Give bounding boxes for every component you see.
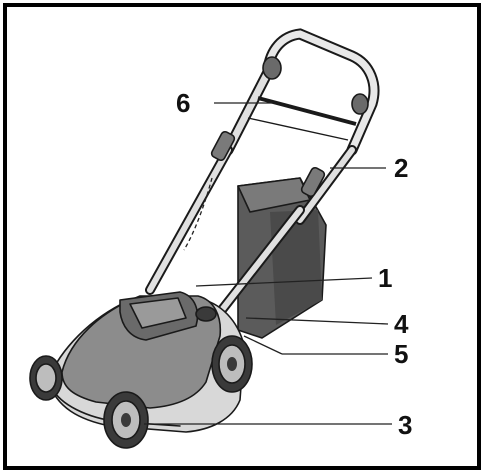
mower-housing [47, 291, 245, 433]
leader-5a [243, 335, 283, 355]
wheel-front-right [103, 391, 149, 449]
wheel-rear-right [211, 335, 253, 393]
handle-assembly [145, 28, 380, 325]
callout-1: 1 [378, 263, 392, 293]
handle-clamp-right [300, 166, 326, 198]
diagram-border [3, 3, 481, 470]
leader-lines [144, 102, 392, 425]
callout-6: 6 [176, 88, 190, 118]
callout-4: 4 [394, 309, 409, 339]
leader-1 [195, 277, 373, 287]
callout-labels: 6 2 1 4 5 3 [176, 88, 412, 440]
callout-3: 3 [398, 410, 412, 440]
leader-4 [245, 317, 389, 325]
wheels [29, 335, 253, 449]
handle-clamp-left [210, 130, 236, 162]
callout-5: 5 [394, 339, 408, 369]
wheel-front-left [29, 355, 63, 401]
callout-2: 2 [394, 153, 408, 183]
